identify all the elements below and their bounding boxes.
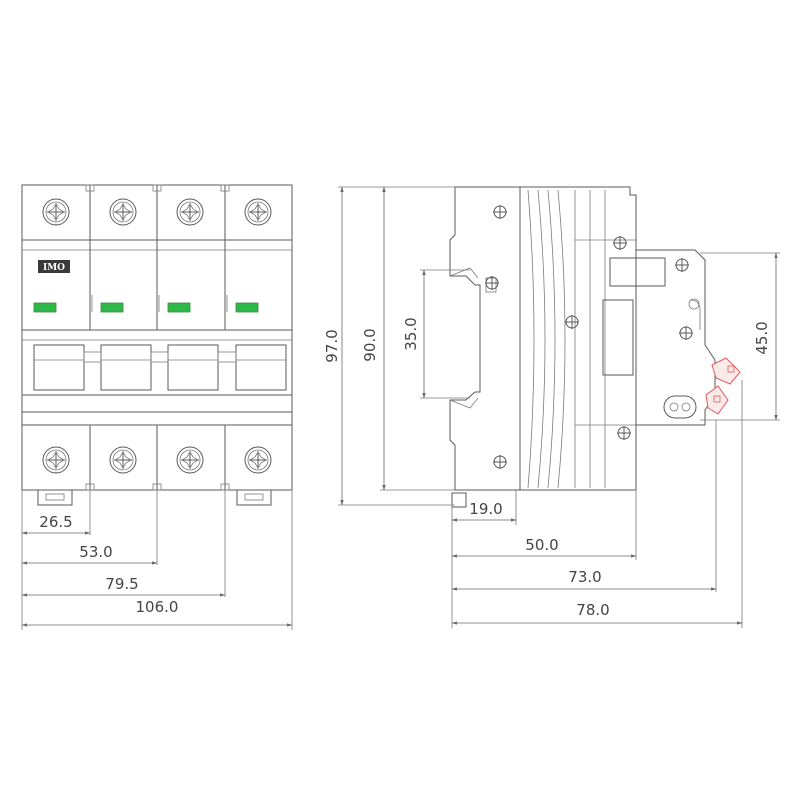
brand-text: IMO [43,263,65,273]
screw-icon [612,235,628,251]
dimension-label: 45.0 [753,321,771,354]
indicators [33,302,259,313]
screw-icon [492,204,508,220]
dimension-label: 19.0 [469,500,502,518]
side-housing [520,186,637,491]
side-front-face [636,249,716,426]
din-clip [37,490,73,506]
toggle-levers [33,344,287,391]
dimension-label: 26.5 [39,513,72,531]
screw-icon [678,325,694,341]
status-indicator [100,302,124,313]
toggle-lever [33,344,85,391]
dimension-label: 97.0 [323,329,341,362]
din-clip-side [451,492,467,508]
terminal-screw-icon [109,446,137,474]
toggle-lever-side [705,357,741,415]
terminal-screw-icon [42,446,70,474]
terminal-screw-icon [244,446,272,474]
brand-logo [38,260,70,273]
dimension-label: 90.0 [361,328,379,361]
terminal-screw-icon [244,198,272,226]
side-view: 97.0 90.0 35.0 45.0 19.0 50.0 73.0 78.0 [323,186,780,628]
dimension-label: 79.5 [105,575,138,593]
toggle-lever [235,344,287,391]
terminal-screw-icon [109,198,137,226]
dimension-label: 35.0 [402,317,420,350]
screw-icon [564,314,580,330]
toggle-lever [100,344,152,391]
dimension-label: 78.0 [576,601,609,619]
status-indicator [167,302,191,313]
dimension-label: 53.0 [79,543,112,561]
screw-icon [674,257,690,273]
dimension-label: 73.0 [568,568,601,586]
side-rear-body [449,186,521,491]
dimension-label: 106.0 [136,598,179,616]
front-view: IMO [21,184,293,630]
terminal-screw-icon [42,198,70,226]
terminal-screw-icon [176,198,204,226]
din-clip [236,490,272,506]
toggle-lever [167,344,219,391]
test-button [663,395,697,419]
terminal-screw-icon [176,446,204,474]
status-indicator [33,302,57,313]
dimension-label: 50.0 [525,536,558,554]
status-indicator [235,302,259,313]
screw-icon [616,425,632,441]
screw-icon [492,454,508,470]
